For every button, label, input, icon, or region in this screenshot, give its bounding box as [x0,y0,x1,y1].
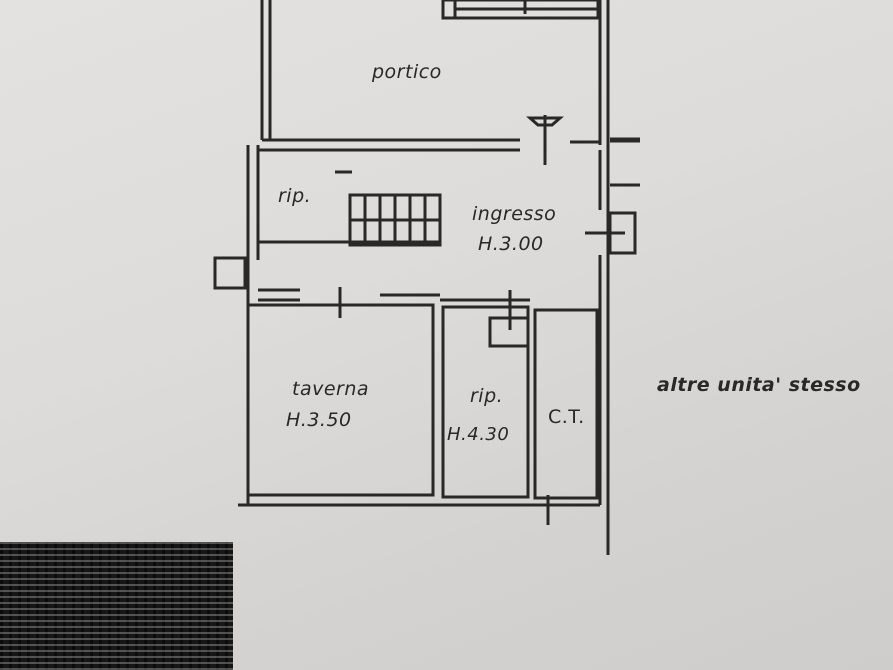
room-height-ingresso: H.3.00 [478,233,544,255]
redacted-title-block [0,542,233,670]
room-label-taverna: taverna [292,378,370,400]
room-label-centrale-termica: C.T. [548,406,585,428]
room-label-ingresso: ingresso [472,203,557,225]
room-label-ripostiglio-upper: rip. [278,185,312,207]
room-height-ripostiglio-lower: H.4.30 [447,424,510,445]
adjacent-units-note: altre unita' stesso [657,374,861,396]
room-label-portico: portico [372,61,442,83]
room-height-taverna: H.3.50 [286,409,352,431]
room-label-ripostiglio-lower: rip. [470,385,504,407]
